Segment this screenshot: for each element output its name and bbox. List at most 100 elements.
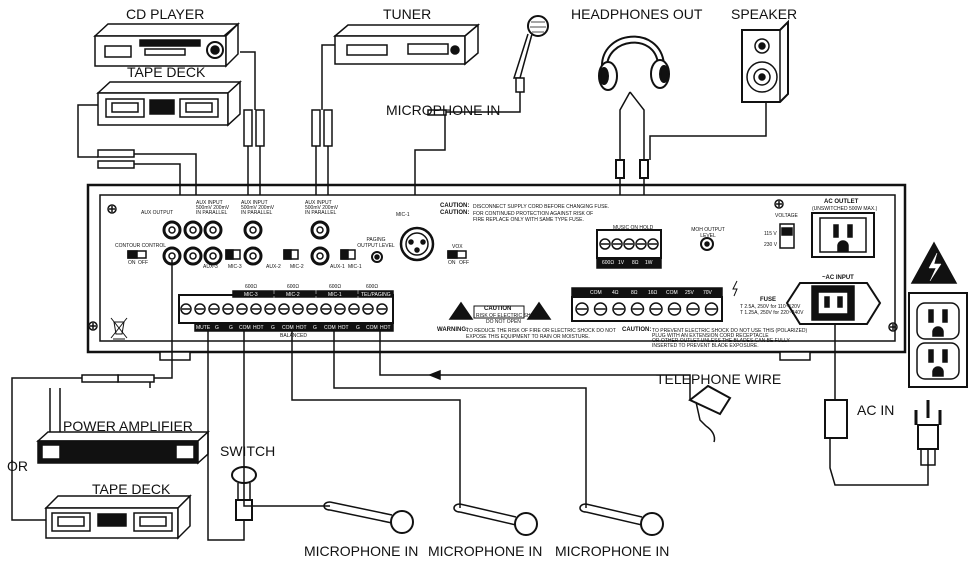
headphones-out-label: HEADPHONES OUT [571, 6, 703, 22]
caution-3-label: CAUTION: [622, 327, 652, 333]
ac-outlet-sub-label: (UNSWITCHED 500W MAX.) [812, 206, 878, 212]
aux-input-1-jacks[interactable] [310, 220, 330, 266]
caution-box-label: CAUTION [484, 306, 512, 312]
paging-level-knob[interactable] [371, 251, 383, 263]
aux-input-1-spec: 500mV 200mV [196, 205, 230, 211]
aux-input-2-jacks[interactable] [243, 220, 263, 266]
vox-switch[interactable] [447, 250, 467, 259]
tuner-label: TUNER [383, 6, 432, 22]
contour-switch[interactable] [127, 250, 147, 259]
term-hot-3: HOT [338, 325, 349, 331]
xlr-mic-jack[interactable] [399, 226, 435, 262]
ac-outlet-label: AC OUTLET [824, 199, 859, 205]
voltage-label: VOLTAGE [775, 213, 798, 219]
ac-outlet-socket[interactable] [811, 212, 875, 258]
out-4-label: 4Ω [612, 290, 619, 296]
warning-label: WARNING: [437, 327, 468, 333]
caution-3-text-4: INSERTED TO PREVENT BLADE EXPOSURE. [652, 343, 759, 349]
mic-in-label-1: MICROPHONE IN [304, 543, 419, 559]
out-8-label: 8Ω [631, 290, 638, 296]
mic-in-label-3: MICROPHONE IN [555, 543, 670, 559]
mic1-term-label: MIC-1 [328, 292, 342, 298]
aux-input-1-parallel: IN PARALLEL [196, 210, 228, 216]
tape-deck-bottom-icon [44, 494, 192, 540]
warning-text-1: TO REDUCE THE RISK OF FIRE OR ELECTRIC S… [466, 328, 616, 334]
term-com-1: COM [239, 325, 251, 331]
screw-icon [107, 204, 117, 214]
switch-label: SWITCH [220, 443, 276, 459]
v115-label: 115 V [764, 231, 777, 237]
term-g-1: G [215, 325, 219, 331]
moh-level-knob[interactable] [700, 237, 714, 251]
telephone-wire-label: TELEPHONE WIRE [656, 371, 782, 387]
out-16-label: 16Ω [648, 290, 658, 296]
wall-outlet-icon [908, 292, 968, 388]
aux-mic-2-switch[interactable] [283, 249, 299, 260]
warning-text-2: EXPOSE THIS EQUIPMENT TO RAIN OR MOISTUR… [466, 334, 590, 340]
aux3-label: AUX-3 [203, 264, 218, 270]
mic2-label: MIC-2 [290, 264, 304, 270]
aux-input-3-jacks[interactable] [203, 220, 223, 266]
caution-2-label: CAUTION: [440, 210, 470, 216]
mic-in-label-2: MICROPHONE IN [428, 543, 543, 559]
contour-on-label: ON [128, 260, 136, 266]
fuse-holder-icon[interactable] [779, 223, 795, 249]
ac-input-label: ~AC INPUT [822, 275, 854, 281]
ohm600-3: 600Ω [329, 284, 342, 290]
speaker-label: SPEAKER [731, 6, 798, 22]
aux-input-3-parallel: IN PARALLEL [305, 210, 337, 216]
screw-icon [774, 199, 784, 209]
ohm600-1: 600Ω [245, 284, 258, 290]
moh-8-label: 8Ω [632, 260, 639, 266]
microphone-in-top-label: MICROPHONE IN [386, 102, 501, 118]
tuner-icon [332, 23, 481, 66]
fuse-spec-2: T 1.25A, 250V for 220~240V [740, 310, 804, 316]
aux-input-1-label: AUX INPUT [196, 200, 223, 206]
caution-3-text-1: TO PREVENT ELECTRIC SHOCK DO NOT USE THI… [652, 328, 808, 334]
term-g-2: G [229, 325, 233, 331]
xlr-mic-label: MIC-1 [396, 212, 410, 218]
term-g-3: G [271, 325, 275, 331]
moh-output-level-label: MOH OUTPUT LEVEL [691, 227, 725, 239]
fuse-spec-1: T 2.5A, 250V for 110~120V [740, 304, 801, 310]
microphone-bottom-3-icon [579, 503, 664, 536]
power-amplifier-label: POWER AMPLIFIER [63, 418, 193, 434]
aux-mic-1-switch[interactable] [340, 249, 356, 260]
telephone-plug-icon [688, 384, 732, 443]
caution-box [473, 305, 525, 319]
caution-1-label: CAUTION: [440, 203, 470, 209]
contour-off-label: OFF [138, 260, 148, 266]
music-on-hold-label: MUSIC ON HOLD [613, 225, 654, 231]
balanced-label: BALANCED [280, 333, 307, 339]
term-hot-4: HOT [380, 325, 391, 331]
aux2-label: AUX-2 [266, 264, 281, 270]
term-com-4: COM [366, 325, 378, 331]
weee-bin-icon [110, 317, 128, 340]
term-g-5: G [356, 325, 360, 331]
ac-input-socket[interactable] [785, 282, 882, 325]
aux-input-2-label: AUX INPUT [241, 200, 268, 206]
term-g-4: G [313, 325, 317, 331]
ohm600-2: 600Ω [287, 284, 300, 290]
caution-2-text: FOR CONTINUED PROTECTION AGAINST RISK OF… [473, 211, 594, 223]
moh-600-label: 600Ω [602, 260, 615, 266]
out-25v-label: 25V [685, 290, 694, 296]
term-com-2: COM [282, 325, 294, 331]
caution-3-text-3: OR OTHER OUTLET UNLESS THE BLADES CAN BE… [652, 338, 790, 344]
cables [11, 44, 836, 541]
high-voltage-icon [910, 241, 958, 284]
vox-on-label: ON [448, 260, 456, 266]
exclamation-warning-icon [526, 301, 552, 320]
term-hot-2: HOT [296, 325, 307, 331]
caution-box-sub-2: DO NOT OPEN [486, 319, 521, 325]
aux1-label: AUX-1 [330, 264, 345, 270]
term-com-3: COM [324, 325, 336, 331]
amplifier-rear-panel [86, 183, 907, 361]
screw-icon [88, 321, 98, 331]
mute-label: MUTE [196, 325, 211, 331]
ac-in-label: AC IN [857, 402, 895, 418]
aux-input-3-label: AUX INPUT [305, 200, 332, 206]
aux-mic-3-switch[interactable] [225, 249, 241, 260]
moh-1w-label: 1W [645, 260, 653, 266]
